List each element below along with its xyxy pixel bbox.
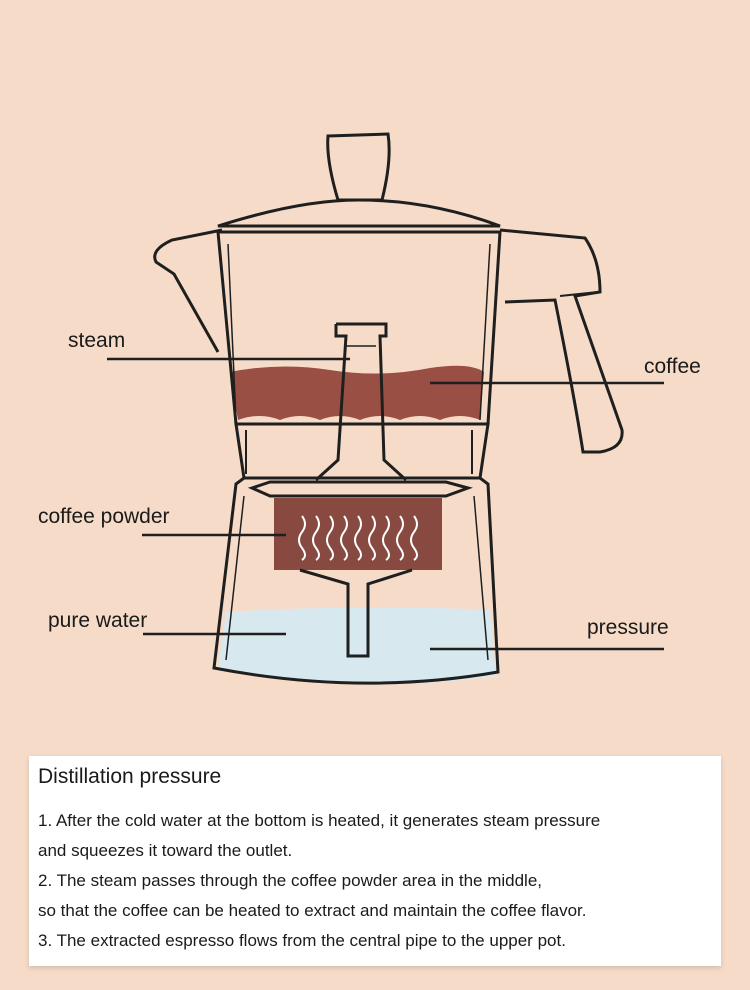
info-line: 3. The extracted espresso flows from the… [38, 931, 566, 950]
label-pressure: pressure [587, 616, 669, 639]
handle-inner [559, 291, 599, 297]
label-pure-water: pure water [48, 609, 148, 632]
lower-chamber-inner [225, 495, 489, 661]
lower-chamber [212, 476, 500, 685]
coffee-liquid [230, 365, 484, 420]
info-line: so that the coffee can be heated to extr… [38, 901, 587, 920]
lid [217, 198, 501, 228]
info-line: 1. After the cold water at the bottom is… [38, 811, 601, 830]
filter-rim [247, 480, 473, 498]
moka-pot-diagram [107, 132, 664, 685]
middle-collar [234, 422, 490, 480]
info-card: Distillation pressure 1. After the cold … [29, 756, 721, 966]
handle [499, 228, 624, 454]
lid-knob [326, 132, 391, 202]
collar-inner [245, 430, 473, 474]
spout [153, 228, 223, 353]
label-steam: steam [68, 329, 126, 352]
steam-wave-lines [298, 515, 418, 561]
label-coffee-powder: coffee powder [38, 505, 170, 528]
central-pipe [314, 322, 408, 482]
info-title: Distillation pressure [38, 765, 222, 788]
funnel-stem [299, 568, 413, 658]
info-line: 2. The steam passes through the coffee p… [38, 871, 543, 890]
info-line: and squeezes it toward the outlet. [38, 841, 293, 860]
coffee-powder-box [274, 498, 442, 570]
upper-chamber-inner-line [227, 243, 491, 421]
label-coffee: coffee [644, 355, 701, 378]
info-lines: 1. After the cold water at the bottom is… [38, 806, 600, 956]
water-fill [218, 607, 496, 685]
